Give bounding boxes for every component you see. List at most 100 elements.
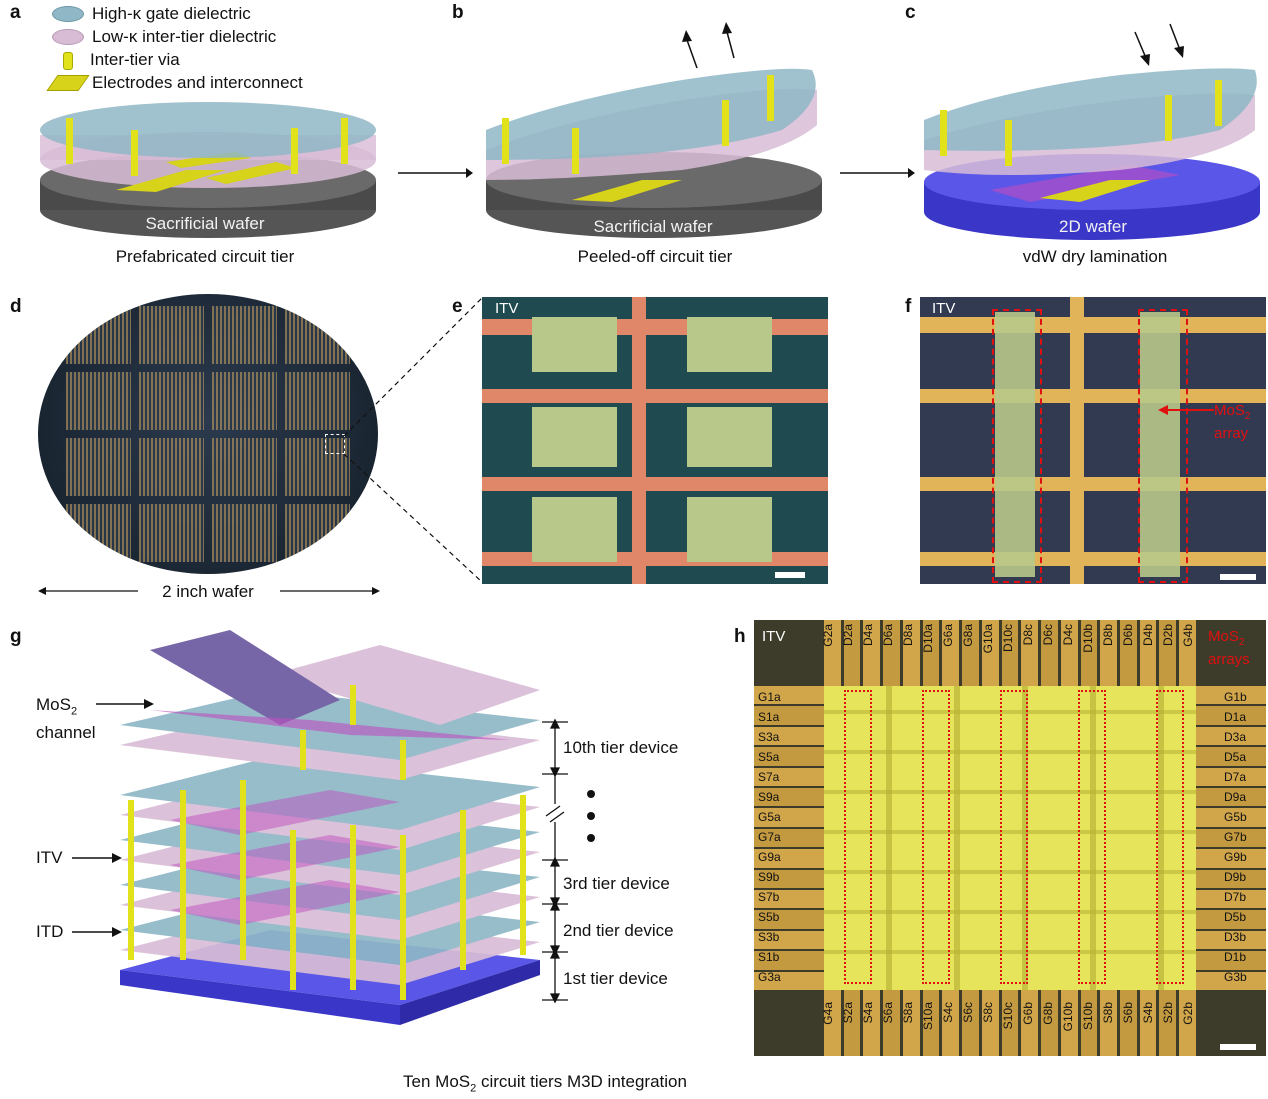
pin-label: S10a xyxy=(921,1002,935,1031)
pin-label: D8b xyxy=(1101,624,1115,647)
contact-pad xyxy=(981,990,999,1056)
pin-label: S4a xyxy=(861,1002,875,1024)
pin-label: D6c xyxy=(1041,624,1055,646)
contact-pad xyxy=(754,828,824,848)
pin-label: S2b xyxy=(1161,1002,1175,1024)
tier-label-2: 2nd tier device xyxy=(563,921,674,940)
g-itd-label: ITD xyxy=(36,922,64,941)
pin-label: S6a xyxy=(881,1002,895,1024)
pin-label: D8c xyxy=(1021,624,1035,646)
contact-pad xyxy=(902,620,920,686)
c-wafer-label: 2D wafer xyxy=(1058,217,1128,236)
pin-label: S2a xyxy=(841,1002,855,1024)
panel-label-a: a xyxy=(10,2,21,23)
legend-item-high-k: High-κ gate dielectric xyxy=(52,4,251,24)
contact-pad xyxy=(1196,890,1266,909)
pin-label: S9a xyxy=(758,790,780,804)
contact-pad xyxy=(1196,951,1266,970)
pin-label: D8a xyxy=(901,624,915,647)
pin-label: D9a xyxy=(1224,790,1247,804)
legend-label: High-κ gate dielectric xyxy=(92,4,251,23)
h-mos2-box-4 xyxy=(1078,690,1106,984)
mos2-box-left xyxy=(992,309,1042,583)
panel-label-h: h xyxy=(734,626,746,647)
contact-pad xyxy=(1001,990,1019,1056)
pin-label: S9b xyxy=(758,870,780,884)
pin-label: D3a xyxy=(1224,730,1247,744)
pin-label: G10a xyxy=(981,624,995,654)
contact-pad xyxy=(1021,990,1039,1056)
legend-label: Electrodes and interconnect xyxy=(92,73,303,92)
contact-pad xyxy=(1196,788,1266,807)
contact-pad xyxy=(1196,726,1266,746)
pin-label: D7b xyxy=(1224,890,1247,904)
micrograph-f xyxy=(920,297,1266,584)
tier-label-3: 3rd tier device xyxy=(563,874,670,893)
panel-label-d: d xyxy=(10,296,22,317)
pin-label: D4a xyxy=(861,624,875,647)
wafer-width-arrow-icon xyxy=(38,587,380,595)
panel-label-e: e xyxy=(452,296,463,317)
pin-label: D2b xyxy=(1161,624,1175,647)
contact-pad xyxy=(1196,930,1266,950)
f-mos2-arrow-icon xyxy=(1158,405,1214,415)
tier-label-10: 10th tier device xyxy=(563,738,679,757)
h-mos2-box-1 xyxy=(844,690,872,984)
pin-label: D5a xyxy=(1224,750,1247,764)
contact-pad xyxy=(962,990,979,1056)
panel-label-g: g xyxy=(10,626,22,647)
pin-label: S4b xyxy=(1141,1002,1155,1024)
contact-pad xyxy=(1139,990,1157,1056)
contact-pad xyxy=(1120,990,1137,1056)
contact-pad xyxy=(1196,869,1266,889)
pin-label: D10a xyxy=(921,624,935,653)
b-wafer-label: Sacrificial wafer xyxy=(593,217,713,236)
pin-label: D2a xyxy=(841,624,855,647)
micrograph-e xyxy=(482,297,828,584)
contact-pad xyxy=(1060,990,1078,1056)
contact-pad xyxy=(1196,767,1266,787)
pin-label: D10b xyxy=(1081,624,1095,653)
g-mos2-label: MoS2 channel xyxy=(36,695,96,743)
pin-label: S1b xyxy=(758,950,780,964)
contact-pad xyxy=(754,930,824,950)
contact-pad xyxy=(1080,620,1098,686)
h-mos2-box-2 xyxy=(922,690,950,984)
contact-pad xyxy=(1196,706,1266,725)
contact-pad xyxy=(754,726,824,746)
pin-label: S7a xyxy=(758,770,780,784)
contact-pad xyxy=(1196,808,1266,827)
pin-label: D4b xyxy=(1141,624,1155,647)
pin-label: S4c xyxy=(941,1002,955,1023)
pin-label: G8b xyxy=(1041,1002,1055,1025)
pin-label: G9b xyxy=(1224,850,1247,864)
contact-pad xyxy=(1100,990,1118,1056)
g-itv-label: ITV xyxy=(36,848,63,867)
panel-label-c: c xyxy=(905,2,916,23)
pin-label: S3a xyxy=(758,730,780,744)
contact-pad xyxy=(1021,620,1039,686)
pin-label: G4b xyxy=(1181,624,1195,647)
contact-pad xyxy=(1196,686,1266,705)
contact-pad xyxy=(1179,620,1196,686)
g-mos2-arrow-icon xyxy=(96,699,154,709)
pin-label: S7b xyxy=(758,890,780,904)
pin-label: G5b xyxy=(1224,810,1247,824)
wafer-photo xyxy=(38,294,378,574)
tier-label-1: 1st tier device xyxy=(563,969,668,988)
contact-pad xyxy=(754,890,824,909)
b-caption: Peeled-off circuit tier xyxy=(577,247,733,266)
pin-label: G1a xyxy=(758,690,781,704)
pin-label: D4c xyxy=(1061,624,1075,646)
pin-label: S8c xyxy=(981,1002,995,1023)
pin-label: D6a xyxy=(881,624,895,647)
pin-label: S5a xyxy=(758,750,780,764)
scale-bar-h xyxy=(1220,1044,1256,1050)
contact-pad xyxy=(883,990,900,1056)
pin-label: S10b xyxy=(1081,1002,1095,1031)
tier-brackets xyxy=(542,718,568,1004)
